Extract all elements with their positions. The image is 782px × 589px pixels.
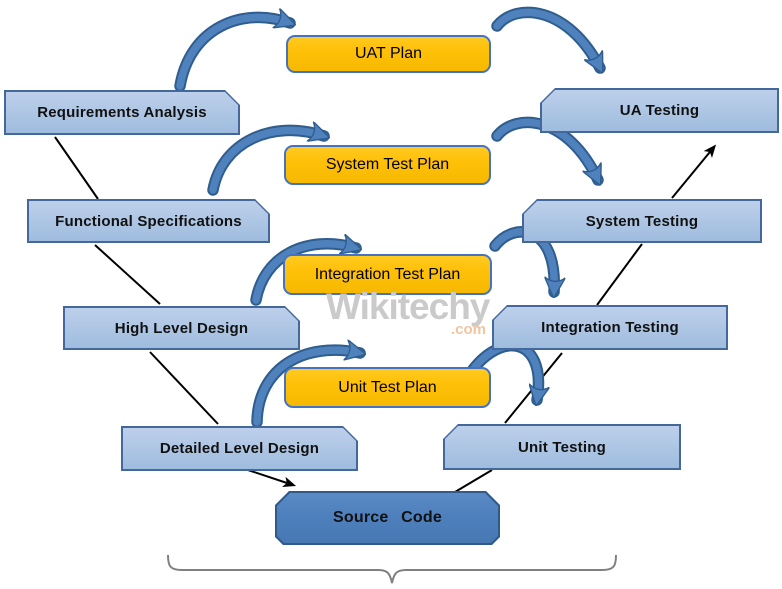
line-system-to-ua-arrow (671, 144, 717, 199)
stage-label: Integration Testing (541, 319, 679, 336)
arrow-detailed-to-unitplan (253, 350, 360, 426)
stage-label: Unit Testing (518, 438, 606, 456)
stage-requirements-analysis: Requirements Analysis (4, 90, 240, 135)
box-fill (277, 493, 498, 543)
stage-functional-specifications: Functional Specifications (27, 199, 270, 243)
line-requirements-to-functional (54, 136, 99, 200)
stage-label: UA Testing (619, 102, 700, 119)
stage-ua-testing: UA Testing (540, 88, 779, 133)
stage-system-testing: System Testing (522, 199, 762, 243)
arrow-requirements-to-uatplan (176, 17, 290, 90)
arrow-functional-to-systemplan (209, 130, 324, 194)
box-fill (65, 308, 298, 348)
watermark: Wikitechy .com (326, 288, 516, 338)
line-integration-to-system (596, 243, 643, 306)
plan-label: Unit Test Plan (338, 378, 437, 396)
line-functional-to-highlevel (94, 244, 161, 305)
watermark-brand: Wikitechy (326, 286, 490, 327)
stage-integration-testing: Integration Testing (492, 305, 728, 350)
arrow-uatplan-to-uatesting (493, 8, 604, 68)
plan-system-test-plan: System Test Plan (284, 145, 491, 185)
plan-uat-plan: UAT Plan (286, 35, 491, 73)
stage-label: Functional Specifications (55, 212, 242, 230)
box-fill (29, 201, 268, 241)
source-code-label: Source Code (333, 509, 442, 526)
underbrace (167, 554, 617, 584)
stage-unit-testing: Unit Testing (443, 424, 681, 470)
plan-label: UAT Plan (355, 45, 422, 62)
box-fill (123, 428, 356, 469)
line-highlevel-to-detailed (149, 351, 219, 425)
source-code-box: Source Code (275, 491, 500, 545)
line-source-to-unit (454, 469, 493, 493)
box-fill (445, 426, 679, 468)
plan-arrows (174, 6, 606, 428)
plan-label: System Test Plan (325, 156, 450, 173)
plan-label: Integration Test Plan (314, 265, 461, 283)
stage-label: Requirements Analysis (37, 104, 207, 121)
plan-unit-test-plan: Unit Test Plan (284, 367, 491, 408)
watermark-suffix: .com (450, 321, 486, 338)
box-fill (6, 92, 238, 133)
box-fill (542, 90, 777, 131)
stage-detailed-level-design: Detailed Level Design (121, 426, 358, 471)
arrow-highlevel-to-integrationplan (252, 244, 356, 304)
box-fill (494, 307, 726, 348)
stage-label: Detailed Level Design (159, 440, 320, 457)
stage-label: High Level Design (114, 319, 249, 337)
stage-label: System Testing (585, 212, 699, 230)
line-detailed-to-source-arrow (247, 469, 297, 488)
box-fill (524, 201, 760, 241)
plan-integration-test-plan: Integration Test Plan (283, 254, 492, 295)
stage-high-level-design: High Level Design (63, 306, 300, 350)
